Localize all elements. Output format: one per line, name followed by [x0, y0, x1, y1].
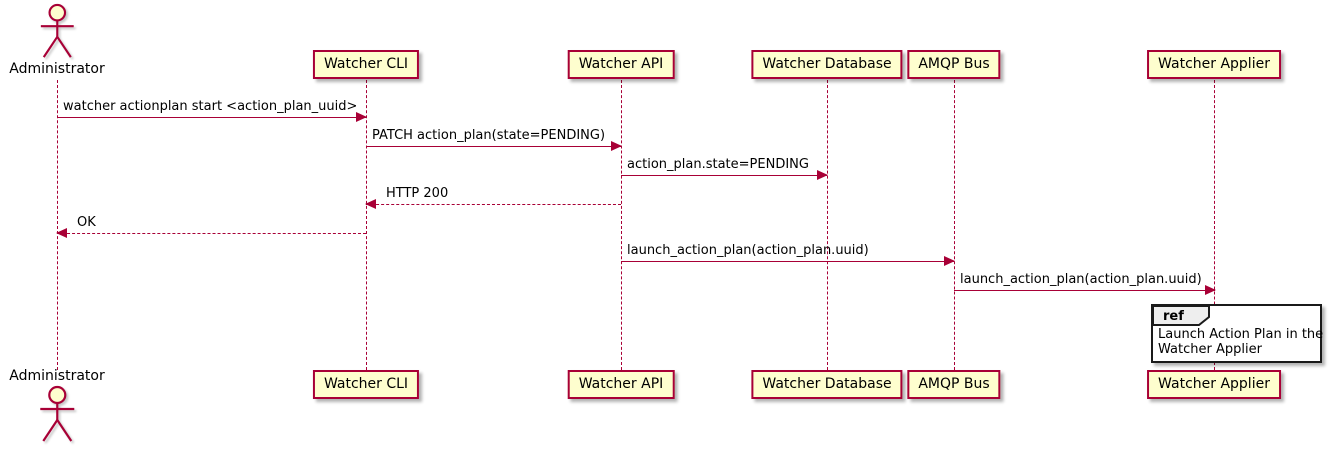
message-patch-action-plan: PATCH action_plan(state=PENDING) [366, 128, 622, 151]
stick-figure-icon [40, 3, 74, 58]
message-label: watcher actionplan start <action_plan_uu… [63, 99, 358, 114]
participant-label: Watcher Database [762, 376, 892, 392]
participant-label: AMQP Bus [918, 376, 990, 392]
message-line [57, 117, 366, 118]
message-line [366, 146, 621, 147]
ref-text-line2: Watcher Applier [1158, 342, 1262, 357]
arrowhead-right-icon [1205, 285, 1216, 295]
participant-amqp-bus-top: AMQP Bus [907, 50, 1001, 79]
participant-watcher-applier-top: Watcher Applier [1147, 50, 1281, 79]
lifeline-watcher-api [621, 80, 622, 370]
actor-administrator-top: Administrator [9, 3, 105, 77]
participant-label: AMQP Bus [918, 56, 990, 72]
participant-watcher-api-bottom: Watcher API [567, 370, 675, 399]
arrowhead-right-icon [944, 256, 955, 266]
actor-label: Administrator [9, 61, 105, 77]
message-line [954, 290, 1215, 291]
actor-administrator-bottom: Administrator [9, 368, 105, 446]
lifeline-administrator [57, 80, 58, 370]
participant-amqp-bus-bottom: AMQP Bus [907, 370, 1001, 399]
message-http-200: HTTP 200 [365, 186, 621, 209]
participant-label: Watcher CLI [323, 56, 409, 72]
participant-watcher-database-top: Watcher Database [751, 50, 903, 79]
message-label: launch_action_plan(action_plan.uuid) [960, 272, 1202, 287]
participant-watcher-database-bottom: Watcher Database [751, 370, 903, 399]
participant-watcher-cli-bottom: Watcher CLI [312, 370, 420, 399]
message-label: HTTP 200 [386, 186, 449, 201]
message-label: OK [77, 215, 96, 230]
message-line [57, 233, 366, 234]
ref-fragment: ref Launch Action Plan in the Watcher Ap… [1151, 304, 1324, 363]
message-label: launch_action_plan(action_plan.uuid) [627, 243, 869, 258]
participant-watcher-cli-top: Watcher CLI [312, 50, 420, 79]
lifeline-amqp-bus [954, 80, 955, 370]
message-ok: OK [56, 215, 366, 238]
lifeline-watcher-applier [1214, 80, 1215, 370]
participant-label: Watcher API [578, 376, 664, 392]
participant-label: Watcher Applier [1158, 56, 1270, 72]
message-start-actionplan: watcher actionplan start <action_plan_uu… [57, 99, 367, 122]
arrowhead-left-icon [56, 228, 67, 238]
ref-text-line1: Launch Action Plan in the [1158, 327, 1324, 342]
message-line [621, 261, 954, 262]
message-state-pending: action_plan.state=PENDING [621, 157, 828, 180]
arrowhead-right-icon [817, 170, 828, 180]
arrowhead-right-icon [611, 141, 622, 151]
participant-label: Watcher Database [762, 56, 892, 72]
message-launch-action-plan-amqp: launch_action_plan(action_plan.uuid) [621, 243, 955, 266]
participant-label: Watcher Applier [1158, 376, 1270, 392]
message-launch-action-plan-applier: launch_action_plan(action_plan.uuid) [954, 272, 1216, 295]
arrowhead-right-icon [356, 112, 367, 122]
actor-label: Administrator [9, 368, 105, 384]
arrowhead-left-icon [365, 199, 376, 209]
message-label: PATCH action_plan(state=PENDING) [372, 128, 606, 143]
ref-header-pentagon: ref [1152, 305, 1210, 326]
message-line [621, 175, 827, 176]
lifeline-watcher-database [827, 80, 828, 370]
participant-watcher-api-top: Watcher API [567, 50, 675, 79]
participant-watcher-applier-bottom: Watcher Applier [1147, 370, 1281, 399]
message-label: action_plan.state=PENDING [627, 157, 809, 172]
message-line [366, 204, 621, 205]
participant-label: Watcher API [578, 56, 664, 72]
ref-keyword: ref [1163, 309, 1184, 324]
participant-label: Watcher CLI [323, 376, 409, 392]
stick-figure-icon [40, 385, 74, 442]
lifeline-watcher-cli [366, 80, 367, 370]
